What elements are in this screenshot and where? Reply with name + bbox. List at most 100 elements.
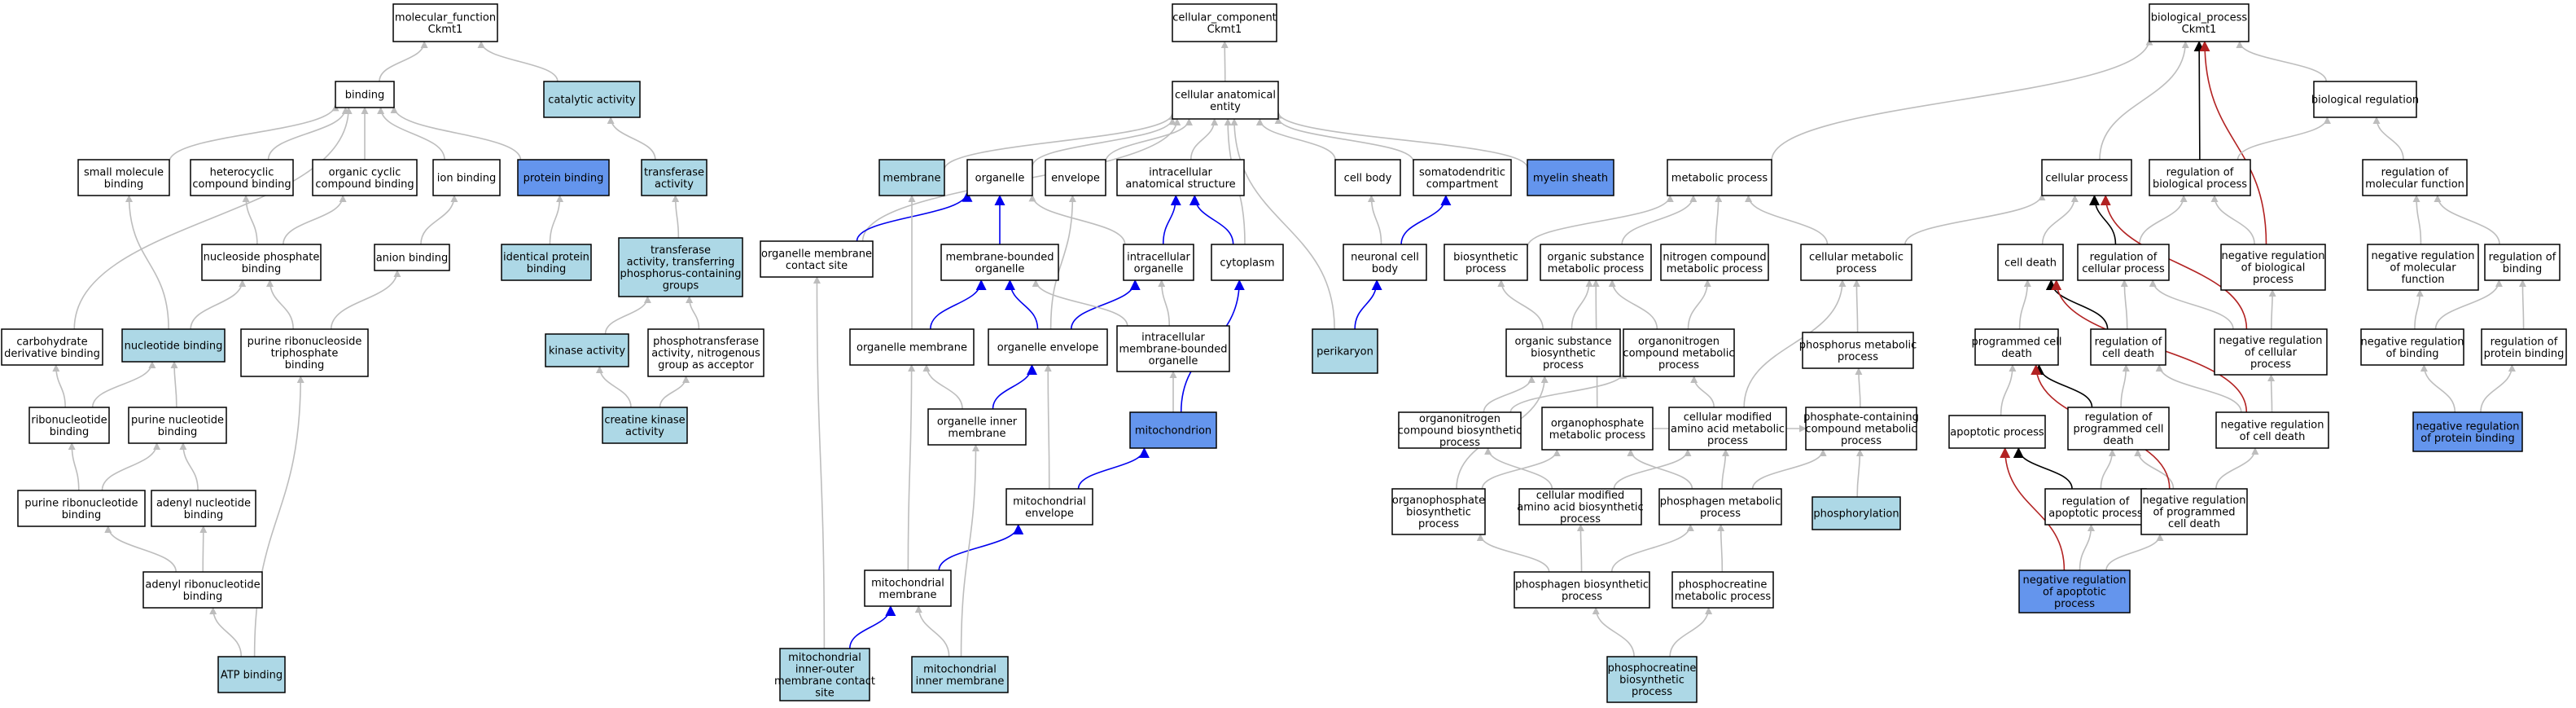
node-catalytic[interactable]: catalytic activity bbox=[543, 81, 641, 118]
node-box-negregbind bbox=[2360, 328, 2464, 366]
node-label-negregprog: negative regulation bbox=[2142, 495, 2245, 507]
node-apoptotic[interactable]: apoptotic process bbox=[1948, 415, 2046, 449]
node-label-mitoinner: mitochondrial bbox=[923, 663, 997, 675]
node-bioreg[interactable]: biological regulation bbox=[2311, 81, 2419, 118]
node-phosphorylation[interactable]: phosphorylation bbox=[1812, 496, 1901, 530]
node-cellproc[interactable]: cellular process bbox=[2041, 159, 2132, 196]
node-cytoplasm[interactable]: cytoplasm bbox=[1211, 244, 1284, 281]
node-label-negregbio: process bbox=[2253, 274, 2293, 286]
node-envelope[interactable]: envelope bbox=[1045, 159, 1106, 196]
node-mito[interactable]: mitochondrion bbox=[1129, 411, 1217, 449]
node-myelin[interactable]: myelin sheath bbox=[1527, 159, 1614, 196]
node-organelle[interactable]: organelle bbox=[966, 159, 1033, 196]
node-kinase[interactable]: kinase activity bbox=[545, 333, 629, 367]
node-cellbody[interactable]: cell body bbox=[1334, 159, 1401, 196]
node-label-mf: Ckmt1 bbox=[428, 24, 463, 36]
node-ionbind[interactable]: ion binding bbox=[432, 159, 501, 196]
node-atp[interactable]: ATP binding bbox=[217, 656, 286, 693]
node-orgenv[interactable]: organelle envelope bbox=[988, 328, 1108, 366]
edge-nucbind-to-nucphos bbox=[190, 279, 247, 330]
node-label-orginner: organelle inner bbox=[937, 416, 1018, 428]
node-protbind[interactable]: protein binding bbox=[517, 159, 610, 196]
node-box-purnuc bbox=[128, 407, 227, 444]
node-label-negregmol: function bbox=[2401, 274, 2444, 286]
node-binding[interactable]: binding bbox=[335, 81, 395, 108]
edge-adenyl-to-purnuc bbox=[179, 442, 199, 491]
node-perikaryon[interactable]: perikaryon bbox=[1312, 328, 1378, 374]
node-anion[interactable]: anion binding bbox=[374, 244, 450, 271]
node-membrane[interactable]: membrane bbox=[878, 159, 945, 196]
node-metab[interactable]: metabolic process bbox=[1667, 159, 1772, 196]
node-nucbind[interactable]: nucleotide binding bbox=[121, 328, 226, 363]
node-orgmem[interactable]: organelle membrane bbox=[849, 328, 975, 366]
node-celldeath[interactable]: cell death bbox=[1997, 244, 2064, 281]
